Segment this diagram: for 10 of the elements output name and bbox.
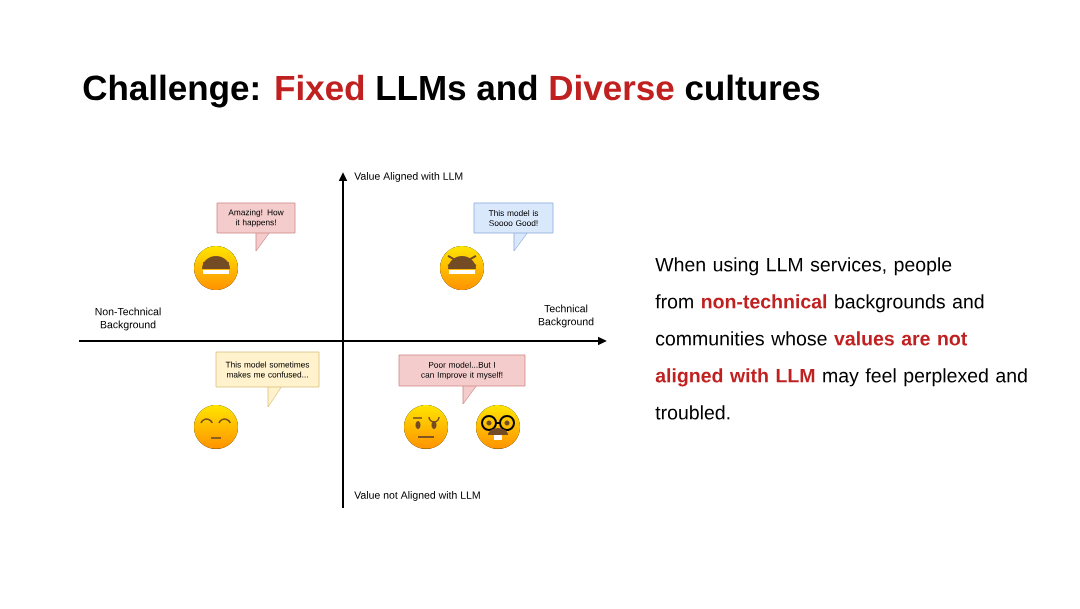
description-text: When using LLM services, people from non-technical backgrounds and communities whose values are not aligned with LLM may feel perplexed and troubled. <box>655 257 1027 420</box>
speech-bubble: This model sometimes makes me confused... <box>215 351 320 408</box>
speech-bubble: This model is Soooo Good! <box>473 202 554 252</box>
axis-label: Technical Background <box>538 304 594 328</box>
speech-bubble: Amazing! How it happens! <box>216 202 296 252</box>
speech-bubble: Poor model...But I can Improve it myself! <box>398 354 526 405</box>
axis-label: Value Aligned with LLM <box>354 172 463 182</box>
axis-label: Value not Aligned with LLM <box>354 491 480 501</box>
title: Challenge: Fixed LLMs and Diverse cultures <box>83 74 820 108</box>
axis-label: Non-Technical Background <box>95 307 161 331</box>
